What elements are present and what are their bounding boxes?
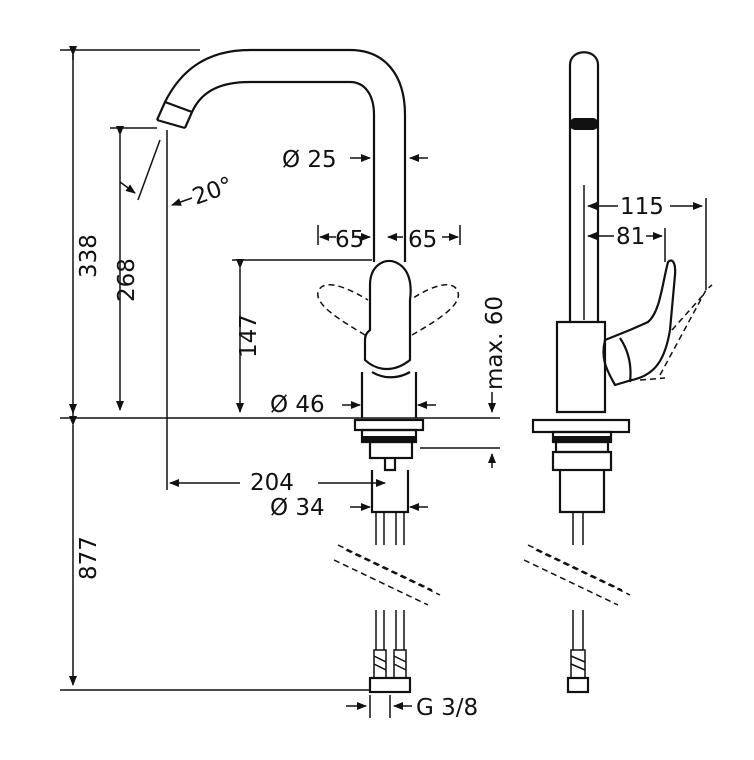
base-rosette <box>353 418 425 432</box>
dim-supply-length: 877 <box>76 536 102 580</box>
lever-swing-left <box>317 284 369 336</box>
break-lines-front <box>333 544 441 606</box>
dim-spout-diameter: Ø 25 <box>282 147 337 173</box>
dim-reach: 204 <box>250 470 294 496</box>
side-body <box>555 320 607 414</box>
side-spout <box>568 51 600 322</box>
shank <box>370 470 410 514</box>
aerator <box>570 118 598 130</box>
dim-height-total: 338 <box>76 234 102 278</box>
dim-swing-right: 65 <box>408 227 437 253</box>
supply-hoses <box>375 512 405 650</box>
spout-tip <box>156 118 186 130</box>
side-view <box>523 51 713 694</box>
dim-deck-thickness: max. 60 <box>482 296 508 390</box>
dim-connection-thread: G 3/8 <box>416 695 478 721</box>
dim-height-lever: 147 <box>236 314 262 358</box>
lever-swing-right <box>409 284 460 336</box>
dim-body-diameter: Ø 46 <box>270 392 325 418</box>
side-lever <box>602 259 677 387</box>
spout-inner <box>183 80 376 262</box>
break-lines-side <box>523 544 631 606</box>
dim-shank-diameter: Ø 34 <box>270 495 325 521</box>
dim-spout-angle: 20° <box>189 172 236 210</box>
front-view <box>155 48 460 694</box>
spout-outer <box>155 48 407 262</box>
dim-side-reach-max: 115 <box>620 194 664 220</box>
dim-swing-left: 65 <box>335 227 364 253</box>
side-base-rosette <box>531 418 631 434</box>
body <box>360 372 418 418</box>
side-dimensions: 115 81 <box>587 194 707 290</box>
dim-side-reach-lever: 81 <box>616 224 645 250</box>
dim-height-spout: 268 <box>114 258 140 302</box>
lever-handle <box>363 259 412 371</box>
front-dimensions: 338 268 20° Ø 25 65 65 147 max. 60 <box>60 46 508 721</box>
